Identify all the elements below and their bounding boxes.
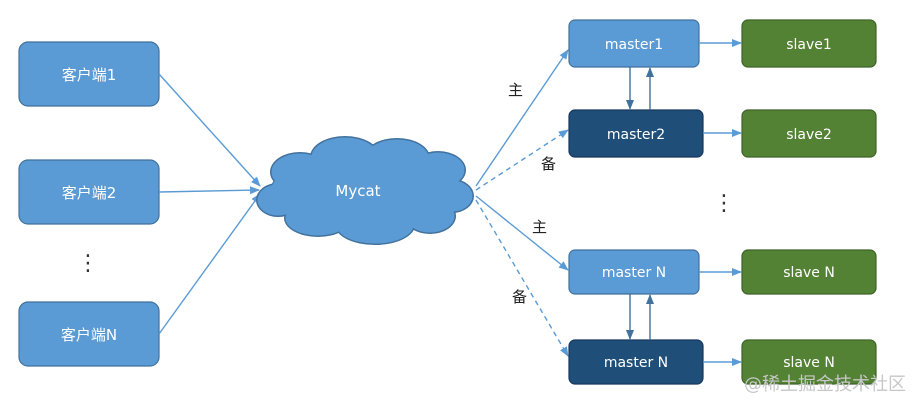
client-2-label: 客户端2 [62, 184, 117, 202]
client-n-label: 客户端N [61, 326, 117, 344]
slave1-label: slave1 [786, 37, 832, 53]
master-n-standby-label: master N [604, 355, 668, 371]
mycat-cloud: Mycat [256, 136, 474, 245]
watermark: @稀土掘金技术社区 [744, 374, 906, 395]
mycat-to-master-n-arrow [475, 195, 569, 271]
mycat-label: Mycat [335, 182, 380, 200]
edge-label-standby-1: 备 [541, 155, 556, 173]
master2-label: master2 [607, 127, 665, 143]
client-1-node: 客户端1 [18, 41, 160, 107]
edge-label-primary-n: 主 [532, 218, 547, 236]
master-n-standby-node: master N [568, 339, 704, 385]
client-1-label: 客户端1 [62, 66, 117, 84]
mycat-to-master1-arrow [475, 49, 569, 187]
edge-label-standby-n: 备 [512, 288, 527, 306]
slave1-node: slave1 [741, 19, 877, 68]
slave-n-standby-node: slave N [741, 339, 877, 385]
mycat-to-master2-arrow [475, 129, 569, 191]
master2-node: master2 [568, 109, 704, 158]
slave-n-label: slave N [783, 265, 835, 281]
client-1-to-mycat-arrow [158, 73, 261, 187]
client-n-node: 客户端N [18, 301, 160, 367]
master-n-node: master N [568, 249, 700, 295]
master-n-label: master N [602, 265, 666, 281]
clients-ellipsis: ⋮ [77, 251, 99, 276]
client-2-node: 客户端2 [18, 159, 160, 225]
master1-node: master1 [568, 19, 700, 68]
client-n-to-mycat-arrow [158, 193, 261, 335]
edge-label-primary-1: 主 [508, 81, 523, 99]
slave-n-node: slave N [741, 249, 877, 295]
slave2-node: slave2 [741, 109, 877, 158]
slave2-label: slave2 [786, 127, 832, 143]
masters-ellipsis: ⋮ [713, 191, 735, 216]
mycat-to-master-n-standby-arrow [475, 199, 569, 357]
master1-label: master1 [605, 37, 663, 53]
slave-n-standby-label: slave N [783, 355, 835, 371]
client-2-to-mycat-arrow [158, 186, 260, 195]
